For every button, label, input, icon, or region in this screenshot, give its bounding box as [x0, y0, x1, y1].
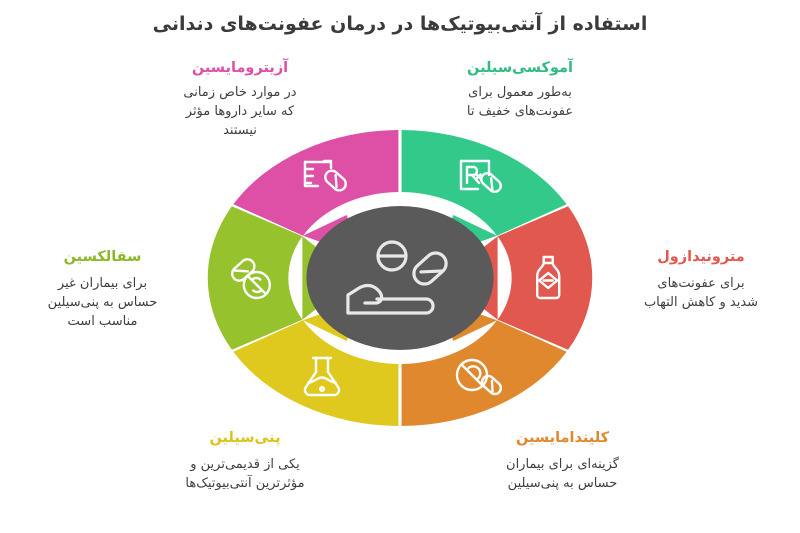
callout-azithromycin: آزیترومایسین در موارد خاص زمانی که سایر …	[140, 58, 340, 141]
callout-penicillin: پنی‌سیلین یکی از قدیمی‌ترین و مؤثرترین آ…	[140, 428, 350, 494]
measuring-cup-capsule-icon	[303, 159, 347, 192]
callout-penicillin-description: یکی از قدیمی‌ترین و مؤثرترین آنتی‌بیوتیک…	[185, 457, 305, 491]
donut-wheel-diagram	[200, 128, 600, 428]
callout-azithromycin-description: در موارد خاص زمانی که سایر داروها مؤثر ن…	[183, 85, 297, 138]
callout-metronidazole-title: مترونیدازول	[657, 249, 745, 265]
no-pill-capsule-icon	[455, 358, 503, 396]
callout-cephalexin-description: برای بیماران غیر حساس به پنی‌سیلین مناسب…	[47, 276, 158, 329]
callout-metronidazole: مترونیدازول برای عفونت‌های شدید و کاهش ا…	[606, 247, 796, 313]
segment-azithromycin-arc[interactable]	[233, 130, 399, 236]
callout-amoxicillin-title: آموکسی‌سیلین	[467, 60, 573, 76]
medicine-bottle-icon	[535, 255, 561, 300]
prescription-rx-capsule-icon	[459, 159, 502, 194]
center-hub[interactable]	[306, 206, 494, 350]
segment-clindamycin-arc[interactable]	[401, 320, 567, 426]
hand-holding-pills-icon	[346, 240, 448, 315]
callout-cephalexin-title: سفالکسین	[63, 249, 142, 265]
callout-amoxicillin: آموکسی‌سیلین به‌طور معمول برای عفونت‌های…	[420, 58, 620, 122]
callout-amoxicillin-description: به‌طور معمول برای عفونت‌های خفیف تا	[466, 85, 574, 119]
callout-cephalexin: سفالکسین برای بیماران غیر حساس به پنی‌سی…	[10, 247, 195, 332]
callout-penicillin-title: پنی‌سیلین	[209, 430, 281, 446]
segment-metronidazole-arc[interactable]	[497, 206, 593, 350]
callout-clindamycin-description: گزینه‌ای برای بیماران حساس به پنی‌سیلین	[506, 457, 619, 491]
lab-flask-icon	[303, 356, 341, 397]
page-title: استفاده از آنتی‌بیوتیک‌ها در درمان عفونت…	[152, 13, 648, 35]
callout-azithromycin-title: آزیترومایسین	[191, 60, 289, 76]
capsule-antibiotic-icon	[230, 258, 272, 300]
callout-metronidazole-description: برای عفونت‌های شدید و کاهش التهاب	[643, 276, 759, 310]
callout-clindamycin: کلیندامایسین گزینه‌ای برای بیماران حساس …	[455, 428, 670, 494]
callout-clindamycin-title: کلیندامایسین	[515, 430, 610, 446]
